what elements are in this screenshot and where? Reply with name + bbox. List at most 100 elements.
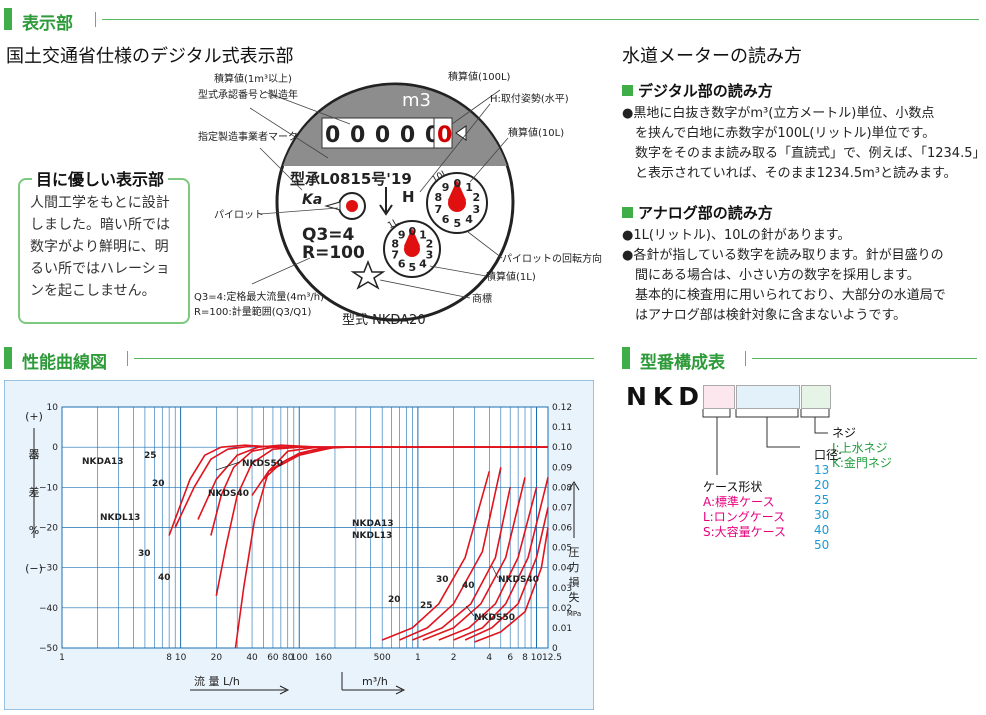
dial-number: 1 — [465, 181, 473, 194]
curve-annotation: 30 — [138, 549, 151, 559]
box-diameter — [736, 385, 800, 409]
right-axis-unit: MPa — [567, 610, 581, 618]
x-tick-lh: 500 — [374, 653, 391, 663]
q3-value: Q3=4 — [302, 225, 355, 245]
label-total-1m3: 積算値(1m³以上) — [214, 72, 292, 85]
analog-reading-title: アナログ部の読み方 — [622, 202, 773, 223]
label-h-posture: H:取付姿勢(水平) — [490, 92, 569, 105]
dial-number: 2 — [426, 237, 434, 250]
curve-annotation: 30 — [436, 575, 449, 585]
right-tick-label: 0.11 — [552, 423, 572, 433]
digital-reading-text: ●黒地に白抜き数字がm³(立方メートル)単位、小数点 を挟んで白地に赤数字が10… — [622, 106, 986, 181]
section-title-performance: 性能曲線図 — [22, 353, 107, 373]
curve-pressure — [438, 487, 538, 641]
left-axis-label: (+) — [25, 410, 43, 423]
section-title-model: 型番構成表 — [640, 353, 725, 373]
right-tick-label: 0.05 — [552, 544, 572, 554]
x-tick-m3h: 2 — [451, 653, 457, 663]
x-tick-lh: 1 — [59, 653, 65, 663]
label-pilot-rotation: パイロットの回転方向 — [502, 252, 602, 265]
reading-title: 水道メーターの読み方 — [622, 46, 802, 67]
dial-1l-label: 1L — [386, 217, 400, 231]
section-header-model: 型番構成表 — [622, 345, 977, 373]
x-tick-lh: 20 — [211, 653, 223, 663]
curve-pressure — [412, 487, 511, 641]
curve-pressure — [399, 467, 502, 641]
dial-number: 6 — [398, 258, 406, 271]
trademark-star-icon — [350, 259, 386, 290]
curve-error — [268, 446, 548, 473]
curve-annotation: NKDA13 — [352, 519, 393, 529]
dial-number: 4 — [419, 258, 427, 271]
curve-annotation: 40 — [158, 573, 171, 583]
x-tick-m3h: 6 — [507, 653, 513, 663]
dial-number: 2 — [473, 191, 481, 204]
curve-pressure — [453, 477, 549, 641]
section-header-performance: 性能曲線図 — [4, 345, 594, 373]
odometer-digits: 0 0 0 0 0. — [325, 123, 451, 148]
label-approval-year: 型式承認番号と製造年 — [198, 88, 298, 101]
curve-annotation: 25 — [144, 451, 157, 461]
thread-block: ネジ J:上水ネジ K:金門ネジ — [832, 426, 892, 470]
right-axis-label: 圧 — [569, 546, 580, 559]
case-block: ケース形状 A:標準ケース L:ロングケース S:大容量ケース — [703, 480, 787, 539]
model-caption: 型式 NKDA20 — [342, 313, 426, 328]
left-tick-label: 0 — [52, 443, 58, 453]
dial-number: 5 — [409, 261, 417, 274]
x-tick-lh: 8 — [166, 653, 172, 663]
label-trademark: 商標 — [472, 292, 492, 305]
curve-pressure — [464, 507, 549, 641]
x-tick-m3h: 10 — [531, 653, 543, 663]
x-tick-m3h: 12.5 — [542, 653, 562, 663]
curve-annotation: NKDL13 — [100, 513, 140, 523]
curve-pressure — [474, 527, 549, 643]
left-heading: 国土交通省仕様のデジタル式表示部 — [6, 46, 294, 67]
right-tick-label: 0 — [552, 644, 558, 654]
curve-annotation: NKDS50 — [242, 459, 283, 469]
digital-reading-title: デジタル部の読み方 — [622, 80, 773, 101]
left-tick-label: −30 — [39, 564, 58, 574]
dial-number: 9 — [398, 228, 406, 241]
curve-pressure — [381, 471, 491, 641]
right-tick-label: 0.01 — [552, 624, 572, 634]
approval-number: 型承L0815号'19 — [290, 170, 412, 188]
x-tick-m3h: 4 — [486, 653, 492, 663]
model-leader-lines — [702, 409, 830, 475]
label-total-100l: 積算値(100L) — [448, 70, 511, 83]
right-tick-label: 0.09 — [552, 463, 572, 473]
dial-number: 9 — [442, 181, 450, 194]
right-tick-label: 0.04 — [552, 564, 572, 574]
dial-number: 8 — [434, 191, 442, 204]
right-axis-label: 力 — [569, 561, 580, 574]
label-total-1l: 積算値(1L) — [486, 270, 536, 283]
dial-number: 8 — [391, 237, 399, 250]
label-maker: 指定製造事業者マーク — [198, 130, 298, 143]
right-tick-label: 0.03 — [552, 584, 572, 594]
curve-annotation: 40 — [462, 581, 475, 591]
meter-diagram: m3 0 0 0 0 0. 0 型承L0815号'19 Ka H Q3=4 R=… — [194, 70, 602, 328]
left-axis-label: (−) — [25, 562, 43, 575]
dial-number: 7 — [434, 203, 442, 216]
label-total-10l: 積算値(10L) — [508, 126, 564, 139]
curve-annotation: 25 — [420, 601, 433, 611]
x-label-m3h: m³/h — [362, 675, 388, 688]
x-label-lh: 流 量 L/h — [194, 674, 240, 688]
section-header-display: 表示部 — [4, 6, 979, 34]
curve-annotation: NKDA13 — [82, 457, 123, 467]
performance-chart: 100−10−20−30−40−500.120.110.100.090.080.… — [4, 380, 594, 710]
right-tick-label: 0.08 — [552, 483, 572, 493]
left-tick-label: −10 — [39, 483, 58, 493]
dial-number: 3 — [473, 203, 481, 216]
left-tick-label: −40 — [39, 604, 58, 614]
right-tick-label: 0.02 — [552, 604, 572, 614]
callout-body: 人間工学をもとに設計しました。暗い所では数字がより鮮明に、明るい所ではハレーショ… — [30, 195, 170, 299]
x-tick-lh: 60 — [267, 653, 279, 663]
x-tick-m3h: 1 — [415, 653, 421, 663]
right-tick-label: 0.07 — [552, 503, 572, 513]
curve-annotation: NKDS40 — [498, 575, 539, 585]
flow-arrow-icon — [379, 187, 393, 216]
left-tick-label: −50 — [39, 644, 58, 654]
dial-number: 1 — [419, 228, 427, 241]
dial-number: 4 — [465, 213, 473, 226]
